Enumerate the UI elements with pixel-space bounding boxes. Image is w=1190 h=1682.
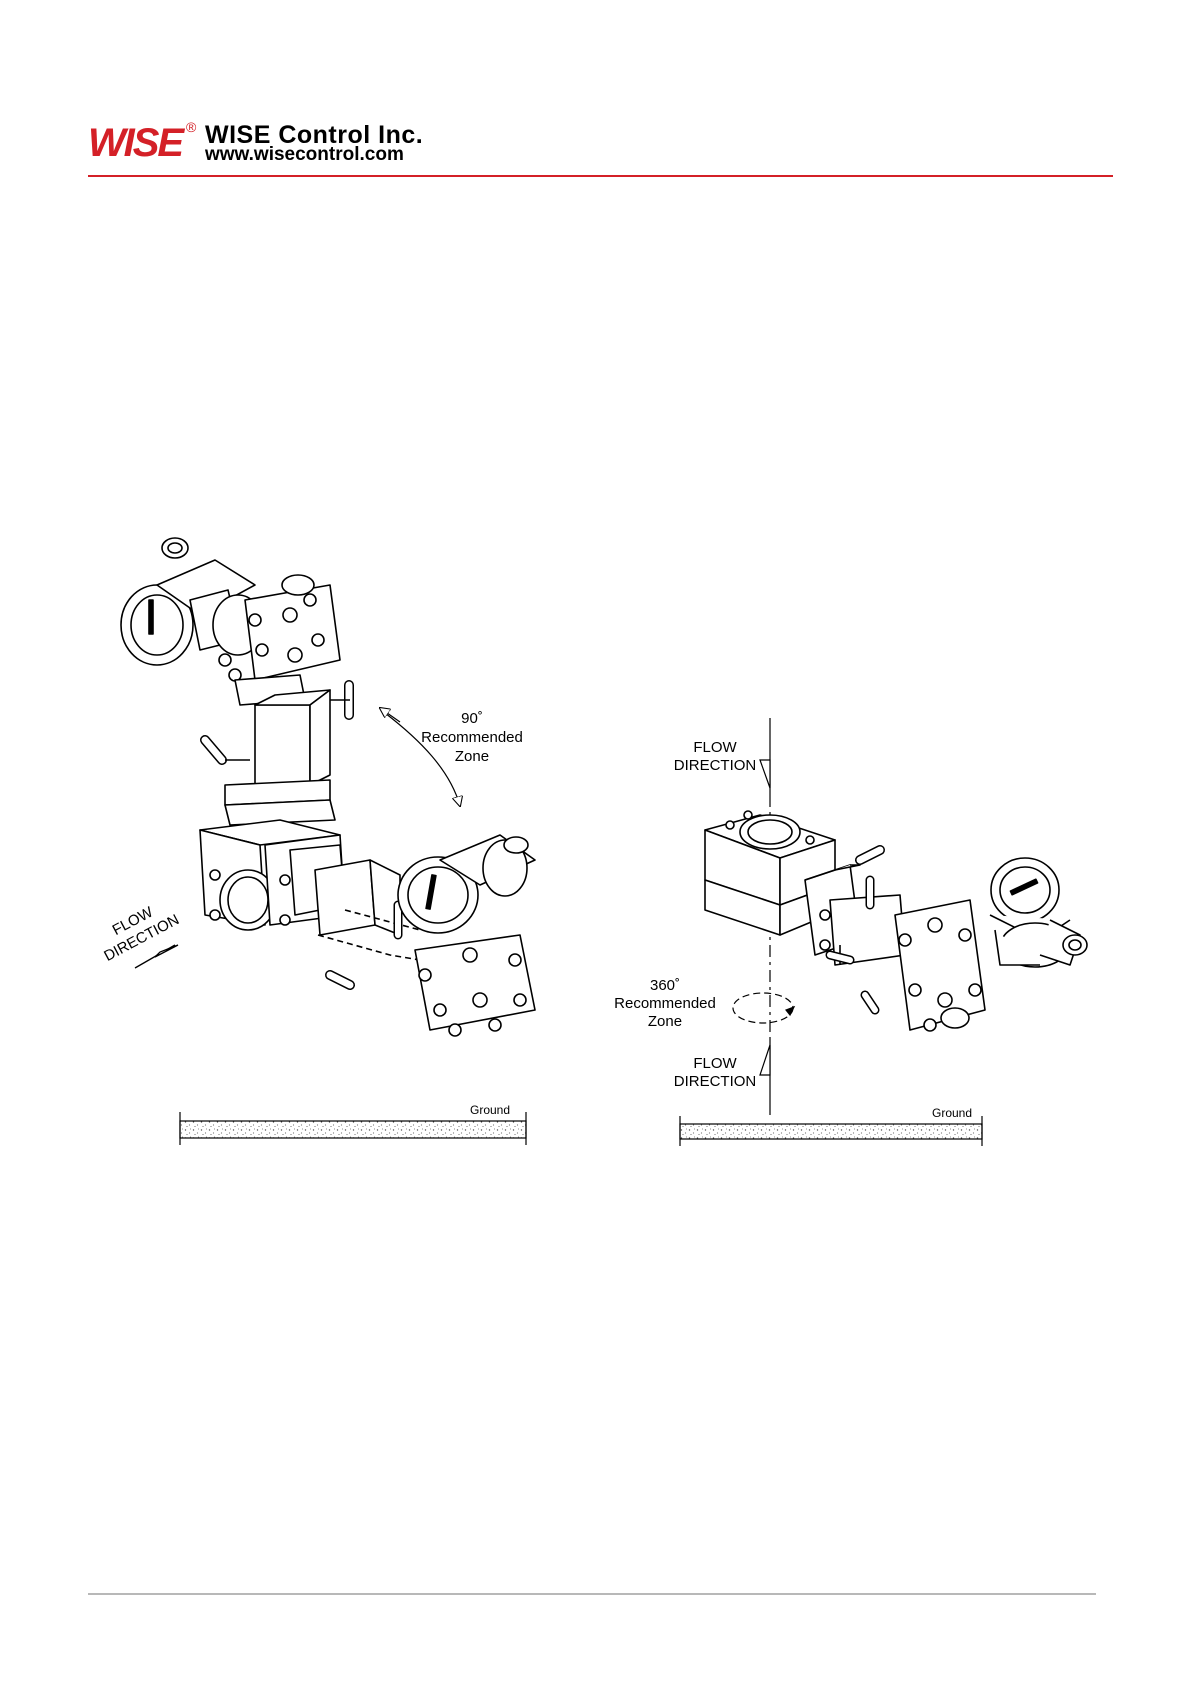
footer-divider: [88, 1593, 1096, 1595]
right-zone-line1: Recommended: [614, 995, 716, 1012]
right-ground: Ground: [680, 1106, 982, 1146]
left-flow-direction: FLOW DIRECTION: [92, 894, 182, 965]
right-flow-bottom-line2: DIRECTION: [674, 1073, 757, 1090]
left-zone-line1: Recommended: [421, 729, 523, 746]
left-transmitter-assembly: [121, 538, 535, 1036]
rotation-zone-symbol: [733, 993, 794, 1023]
left-ground: Ground: [180, 1103, 526, 1145]
right-zone-angle: 360˚: [650, 977, 680, 994]
ninety-degree-zone-arc: [380, 708, 460, 806]
left-ground-label: Ground: [470, 1103, 510, 1117]
right-zone-line2: Zone: [648, 1013, 682, 1030]
left-zone-angle: 90˚: [461, 710, 483, 727]
left-zone-line2: Zone: [455, 748, 489, 765]
right-flow-bottom-line1: FLOW: [693, 1055, 737, 1072]
left-flow-arrow: [135, 945, 178, 968]
right-transmitter-assembly: [705, 811, 1087, 1031]
right-flow-top-line1: FLOW: [693, 739, 737, 756]
right-ground-label: Ground: [932, 1106, 972, 1120]
right-flow-top-line2: DIRECTION: [674, 757, 757, 774]
